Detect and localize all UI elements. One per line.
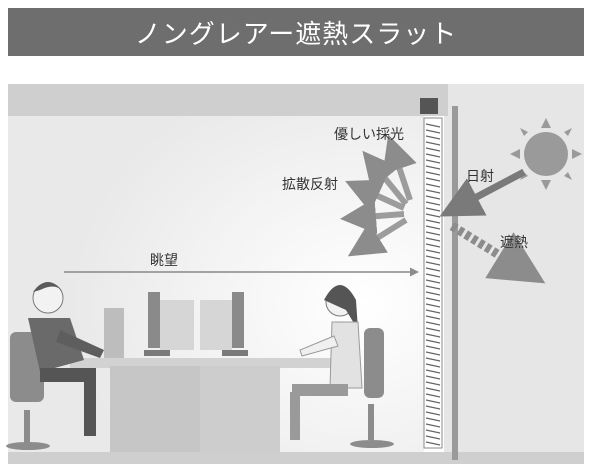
- solar-arrow: [439, 168, 526, 217]
- floor: [8, 452, 584, 464]
- diagram-title: ノングレアー遮熱スラット: [134, 19, 458, 50]
- label-view: 眺望: [150, 253, 178, 269]
- man-figure: [6, 282, 104, 450]
- desk: [70, 308, 340, 452]
- label-diffuse-reflection: 拡散反射: [282, 177, 338, 193]
- label-solar-radiation: 日射: [466, 169, 494, 185]
- sun-icon: [510, 118, 582, 190]
- outside-area: [444, 84, 584, 456]
- window-frame: [452, 106, 458, 460]
- heat-shield-arrow: [449, 222, 546, 284]
- label-gentle-light: 優しい採光: [334, 127, 404, 143]
- window-head: [420, 98, 438, 114]
- title-banner: ノングレアー遮熱スラット: [8, 8, 584, 56]
- monitor-left: [144, 292, 194, 356]
- slats: [423, 117, 443, 449]
- label-heat-shield: 遮熱: [500, 235, 528, 251]
- monitor-right: [200, 292, 248, 356]
- ceiling: [8, 84, 448, 116]
- reflection-arrows: [340, 134, 417, 257]
- woman-figure: [290, 285, 394, 448]
